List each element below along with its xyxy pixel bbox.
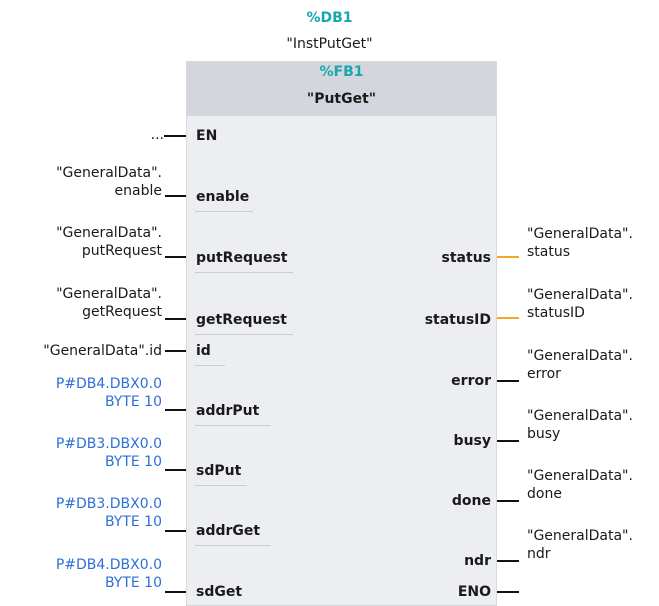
busy-wire <box>497 440 519 442</box>
pin-en[interactable]: EN <box>196 128 218 144</box>
addrput-pin-underline <box>195 425 271 426</box>
enable-param[interactable]: "GeneralData". enable <box>56 165 162 199</box>
eno-wire <box>497 591 519 593</box>
sdput-param[interactable]: P#DB3.DBX0.0 BYTE 10 <box>55 436 162 470</box>
busy-param[interactable]: "GeneralData". busy <box>527 408 633 442</box>
pin-busy[interactable]: busy <box>453 433 491 449</box>
addrput-wire <box>165 409 186 411</box>
pin-enable[interactable]: enable <box>196 189 250 205</box>
fb-number: %FB1 <box>319 64 364 80</box>
status-wire <box>497 256 519 258</box>
addrput-param[interactable]: P#DB4.DBX0.0 BYTE 10 <box>55 376 162 410</box>
pin-sdget[interactable]: sdGet <box>196 584 243 600</box>
putrequest-param[interactable]: "GeneralData". putRequest <box>56 225 162 259</box>
pin-eno[interactable]: ENO <box>457 584 491 600</box>
en-wire <box>164 135 186 137</box>
pin-statusid[interactable]: statusID <box>424 312 491 328</box>
addrget-pin-underline <box>195 545 271 546</box>
pin-addrput[interactable]: addrPut <box>196 403 260 419</box>
statusid-param[interactable]: "GeneralData". statusID <box>527 287 633 321</box>
getrequest-wire <box>165 318 186 320</box>
addrget-wire <box>165 530 186 532</box>
error-param[interactable]: "GeneralData". error <box>527 348 633 382</box>
enable-pin-underline <box>195 211 253 212</box>
sdget-param[interactable]: P#DB4.DBX0.0 BYTE 10 <box>55 557 162 591</box>
addrget-param[interactable]: P#DB3.DBX0.0 BYTE 10 <box>55 496 162 530</box>
getrequest-pin-underline <box>195 334 293 335</box>
status-param[interactable]: "GeneralData". status <box>527 226 633 260</box>
putrequest-pin-underline <box>195 272 293 273</box>
fb-name[interactable]: "PutGet" <box>306 91 377 107</box>
id-wire <box>165 350 186 352</box>
enable-wire <box>165 195 186 197</box>
instance-db-name[interactable]: "InstPutGet" <box>286 36 373 52</box>
pin-putrequest[interactable]: putRequest <box>196 250 288 266</box>
done-wire <box>497 500 519 502</box>
pin-ndr[interactable]: ndr <box>464 553 491 569</box>
sdput-pin-underline <box>195 485 247 486</box>
sdget-wire <box>165 591 186 593</box>
sdput-wire <box>165 469 186 471</box>
pin-id[interactable]: id <box>196 343 211 359</box>
done-param[interactable]: "GeneralData". done <box>527 468 633 502</box>
id-param[interactable]: "GeneralData".id <box>43 343 162 359</box>
instance-db-number: %DB1 <box>306 10 353 26</box>
pin-done[interactable]: done <box>451 493 491 509</box>
id-pin-underline <box>195 365 225 366</box>
en-param[interactable]: ... <box>150 127 164 143</box>
pin-sdput[interactable]: sdPut <box>196 463 242 479</box>
function-block[interactable]: %FB1 "PutGet" <box>186 61 497 606</box>
getrequest-param[interactable]: "GeneralData". getRequest <box>56 286 162 320</box>
pin-getrequest[interactable]: getRequest <box>196 312 287 328</box>
statusid-wire <box>497 317 519 319</box>
error-wire <box>497 380 519 382</box>
pin-addrget[interactable]: addrGet <box>196 523 261 539</box>
function-block-header: %FB1 "PutGet" <box>187 62 496 116</box>
putrequest-wire <box>165 256 186 258</box>
ndr-param[interactable]: "GeneralData". ndr <box>527 528 633 562</box>
pin-error[interactable]: error <box>451 373 491 389</box>
pin-status[interactable]: status <box>441 250 491 266</box>
ndr-wire <box>497 560 519 562</box>
